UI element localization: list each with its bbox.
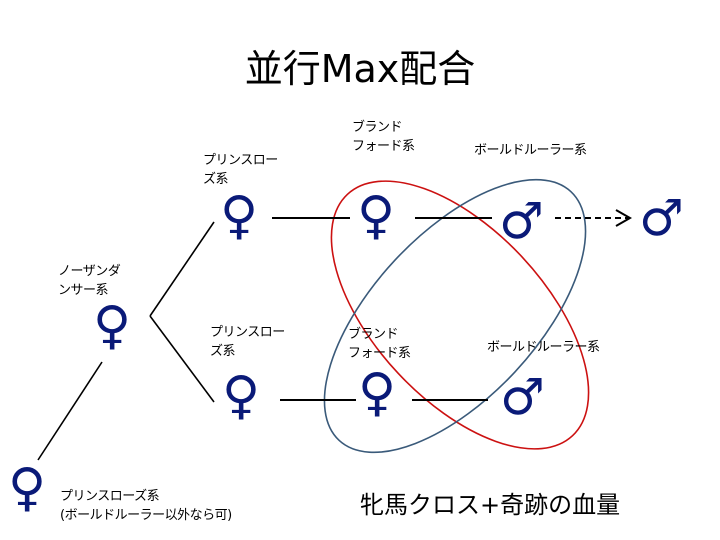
male-symbol-boldruler-mid: ♂ <box>500 368 545 426</box>
label-boldruler-top: ボールドルーラー系 <box>474 143 587 158</box>
branch-upper <box>149 221 215 317</box>
male-symbol-offspring: ♂ <box>639 189 684 247</box>
female-symbol-bradford-top: ♀ <box>357 186 396 246</box>
label-bradford-mid: ブランド フォード系 <box>348 327 411 361</box>
branch-lower <box>149 315 215 403</box>
label-prince-rose-top: プリンスロー ズ系 <box>203 153 278 187</box>
label-boldruler-mid: ボールドルーラー系 <box>487 340 600 355</box>
female-symbol-northern-dancer: ♀ <box>93 296 132 356</box>
female-symbol-prince-rose-mid: ♀ <box>222 366 261 426</box>
label-northern-dancer: ノーザンダ ンサー系 <box>58 264 121 298</box>
female-symbol-bradford-mid: ♀ <box>358 363 397 423</box>
line-bottom-to-northern <box>37 361 103 461</box>
red-ellipse <box>330 180 590 450</box>
page-title: 並行Max配合 <box>244 47 476 91</box>
label-bradford-top: ブランド フォード系 <box>352 120 415 154</box>
arrowhead <box>615 209 633 227</box>
blue-ellipse <box>323 178 587 454</box>
label-prince-rose-mid: プリンスロー ズ系 <box>210 325 285 359</box>
female-symbol-prince-rose-bottom: ♀ <box>8 458 47 518</box>
female-symbol-prince-rose-top: ♀ <box>220 186 259 246</box>
caption: 牝馬クロス+奇跡の血量 <box>360 491 621 519</box>
label-prince-rose-bottom: プリンスローズ系 (ボールドルーラー以外なら可) <box>60 489 232 523</box>
male-symbol-boldruler-top: ♂ <box>499 192 544 250</box>
